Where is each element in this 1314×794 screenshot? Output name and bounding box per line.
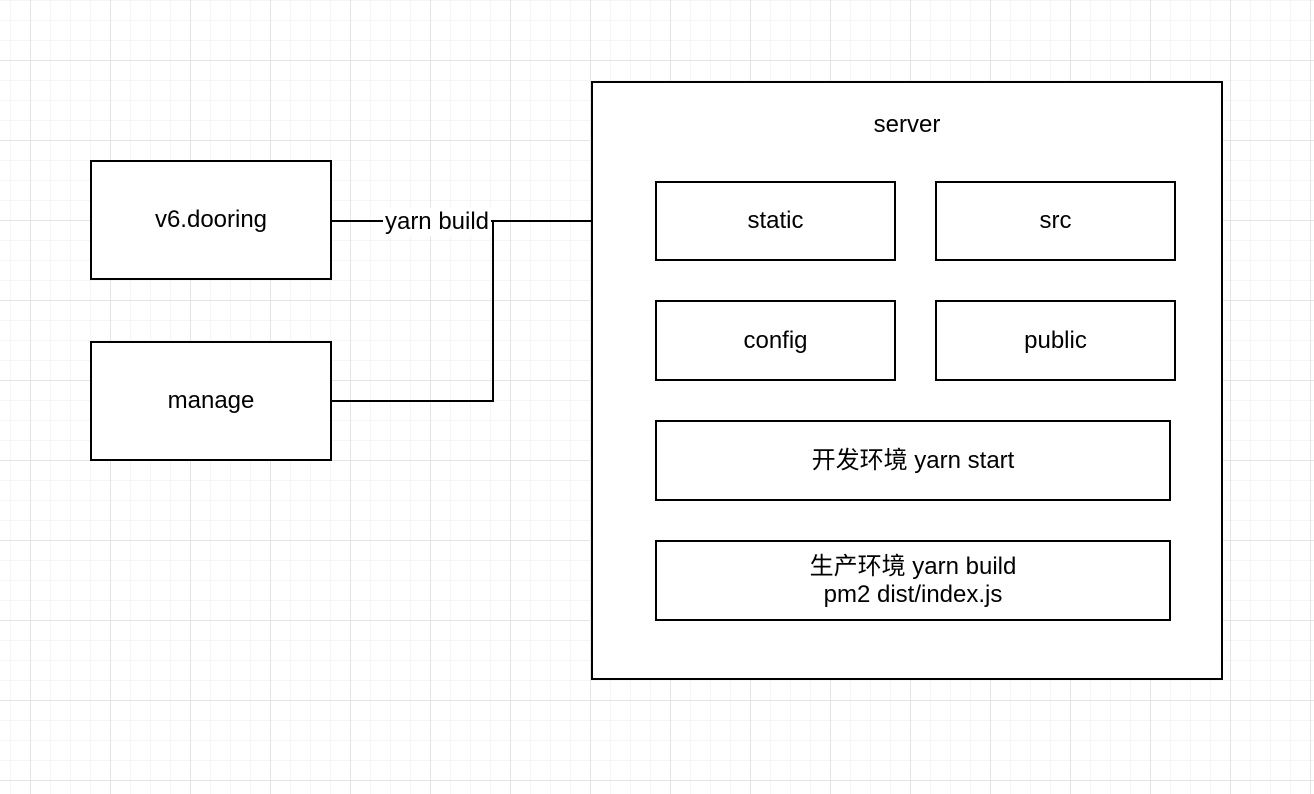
- node-dev-env-label: 开发环境 yarn start: [811, 446, 1015, 474]
- node-static[interactable]: static: [655, 181, 896, 261]
- node-v6dooring[interactable]: v6.dooring: [90, 160, 332, 280]
- node-manage-label: manage: [167, 387, 255, 414]
- node-prod-env-label-line1: 生产环境 yarn build: [809, 552, 1017, 580]
- node-dev-env[interactable]: 开发环境 yarn start: [655, 420, 1171, 501]
- node-prod-env-label-line2: pm2 dist/index.js: [823, 580, 1003, 608]
- node-src-label: src: [1039, 207, 1072, 234]
- node-config-label: config: [743, 326, 808, 354]
- node-public-label: public: [1024, 326, 1087, 354]
- edge-join-vertical-line[interactable]: [492, 220, 494, 402]
- node-src[interactable]: src: [935, 181, 1176, 261]
- node-config[interactable]: config: [655, 300, 896, 381]
- node-static-label: static: [747, 207, 804, 234]
- node-manage[interactable]: manage: [90, 341, 332, 461]
- edge-manage-connector-line[interactable]: [332, 400, 494, 402]
- node-v6dooring-label: v6.dooring: [154, 206, 268, 233]
- container-server-label: server: [873, 111, 941, 138]
- edge-label-yarn-build[interactable]: yarn build: [382, 208, 492, 236]
- node-prod-env[interactable]: 生产环境 yarn build pm2 dist/index.js: [655, 540, 1171, 621]
- node-public[interactable]: public: [935, 300, 1176, 381]
